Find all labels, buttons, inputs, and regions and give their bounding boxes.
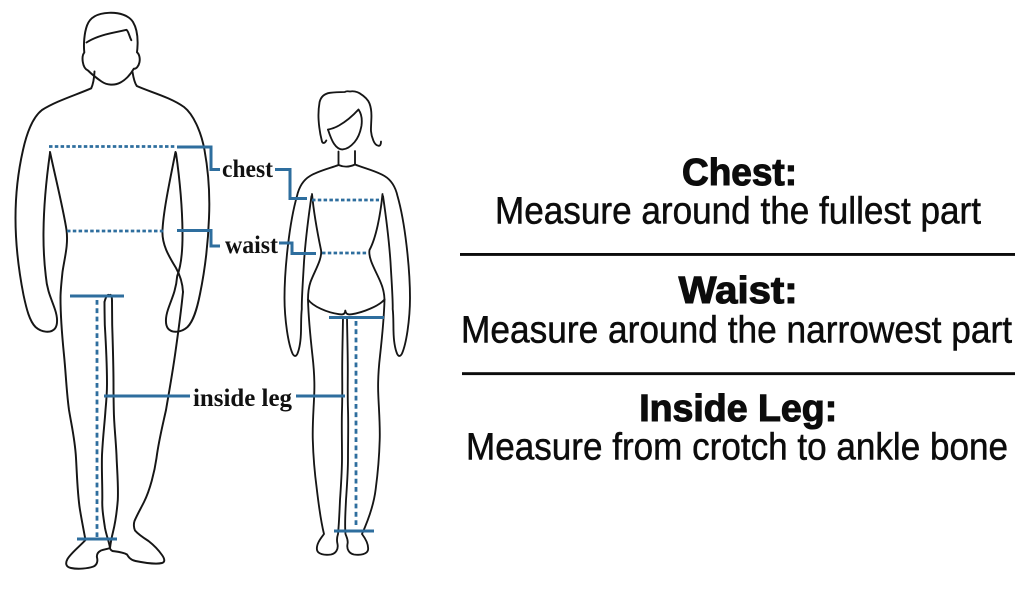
svg-text:chest: chest bbox=[222, 156, 274, 183]
svg-text:inside leg: inside leg bbox=[193, 385, 292, 412]
svg-text:Inside Leg:: Inside Leg: bbox=[639, 388, 837, 430]
svg-text:Measure around the fullest par: Measure around the fullest part bbox=[495, 191, 981, 233]
svg-text:Measure around the narrowest p: Measure around the narrowest part bbox=[461, 310, 1012, 352]
svg-text:waist: waist bbox=[225, 232, 279, 259]
svg-text:Measure from crotch to ankle b: Measure from crotch to ankle bone bbox=[466, 427, 1008, 469]
svg-text:Chest:: Chest: bbox=[682, 152, 797, 194]
svg-text:Waist:: Waist: bbox=[679, 270, 798, 312]
